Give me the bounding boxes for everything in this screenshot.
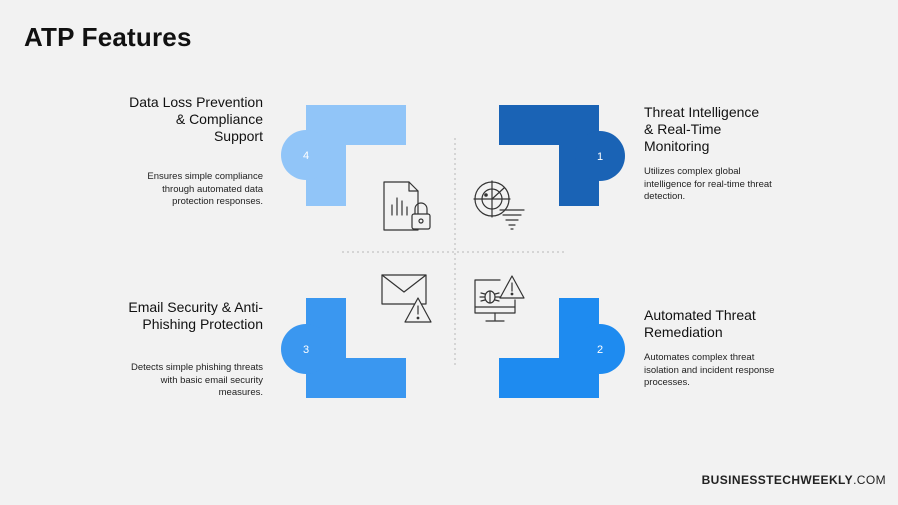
brand-watermark: BUSINESSTECHWEEKLY.COM bbox=[702, 473, 886, 487]
feature-1-number-badge bbox=[575, 131, 625, 181]
feature-4-title: Data Loss Prevention & Compliance Suppor… bbox=[129, 94, 263, 144]
feature-3-number: 3 bbox=[303, 344, 309, 356]
monitor-bug-alert-icon bbox=[474, 275, 525, 322]
feature-1-number: 1 bbox=[597, 151, 603, 163]
feature-4-description: Ensures simple compliance through automa… bbox=[147, 171, 263, 207]
feature-3-description: Detects simple phishing threats with bas… bbox=[130, 362, 263, 398]
feature-4-tile bbox=[306, 105, 406, 206]
feature-2-tile bbox=[499, 298, 599, 398]
brand-domain: .COM bbox=[853, 473, 886, 487]
feature-4-number-badge bbox=[281, 130, 331, 180]
feature-4-number: 4 bbox=[303, 150, 309, 162]
feature-1-description: Utilizes complex global intelligence for… bbox=[644, 166, 772, 202]
feature-2-description: Automates complex threat isolation and i… bbox=[644, 352, 775, 388]
mail-alert-icon bbox=[381, 274, 432, 323]
page-title: ATP Features bbox=[24, 22, 192, 52]
feature-1-title: Threat Intelligence & Real-Time Monitori… bbox=[644, 104, 760, 154]
feature-3-title: Email Security & Anti-Phishing Protectio… bbox=[128, 299, 263, 332]
feature-1-tile bbox=[499, 105, 599, 206]
radar-icon bbox=[473, 180, 525, 230]
feature-3-tile bbox=[306, 298, 406, 398]
feature-3-number-badge bbox=[281, 324, 331, 374]
feature-2-title: Automated Threat Remediation bbox=[644, 307, 756, 340]
brand-name: BUSINESSTECHWEEKLY bbox=[701, 473, 854, 487]
document-lock-icon bbox=[383, 181, 431, 231]
feature-2-number-badge bbox=[575, 324, 625, 374]
feature-2-number: 2 bbox=[597, 344, 603, 356]
